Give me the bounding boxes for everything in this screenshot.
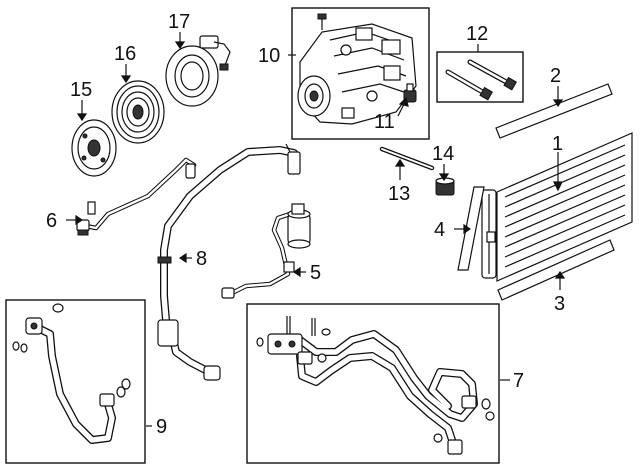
hose-part-6 [76, 157, 197, 236]
callout-9: 9 [156, 416, 167, 438]
receiver-drier-part-5 [221, 203, 311, 299]
manifold-hoses-part-7 [256, 316, 495, 455]
bolts-part-12 [445, 59, 518, 101]
seal-strip-part-2 [495, 83, 613, 139]
callout-8: 8 [196, 248, 207, 270]
compressor-box-part-10 [291, 7, 430, 140]
compressor-part-10 [297, 13, 417, 125]
callout-3: 3 [554, 293, 565, 315]
callout-5: 5 [310, 262, 321, 284]
bolts-box-part-12 [436, 51, 524, 103]
callout-13: 13 [388, 183, 410, 205]
manifold-box-part-7 [246, 303, 500, 464]
callout-17: 17 [168, 11, 190, 33]
valve-plug-part-11 [403, 83, 417, 103]
bolt-rod-part-13 [379, 146, 435, 171]
callout-11: 11 [374, 111, 395, 133]
callout-1: 1 [552, 133, 563, 155]
callout-6: 6 [46, 210, 57, 232]
pulley-part-16 [111, 80, 165, 144]
callout-12: 12 [466, 23, 488, 45]
suction-hose-part-8 [157, 143, 301, 381]
callout-15: 15 [70, 79, 92, 101]
seal-strip-part-3 [497, 239, 615, 301]
drier-plug-part-14 [435, 177, 455, 196]
callout-16: 16 [114, 43, 136, 65]
discharge-hose-part-9 [12, 303, 131, 444]
hose-box-part-9 [5, 299, 146, 464]
callout-7: 7 [513, 370, 524, 392]
clutch-plate-part-15 [71, 119, 117, 177]
field-coil-part-17 [165, 35, 231, 107]
callout-4: 4 [434, 219, 445, 241]
callout-10: 10 [258, 45, 280, 67]
callout-2: 2 [550, 65, 561, 87]
condenser-part-1 [481, 132, 633, 282]
side-seal-part-4 [457, 186, 485, 271]
leader-lines [66, 32, 566, 427]
callout-14: 14 [432, 143, 454, 165]
